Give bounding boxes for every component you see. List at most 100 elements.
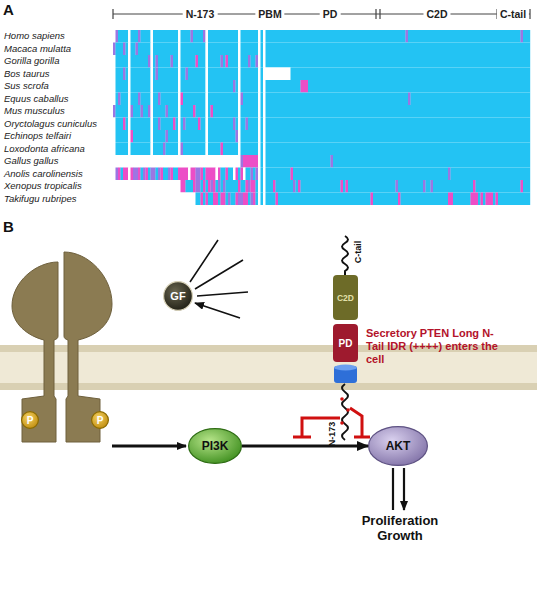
alignment-cell — [258, 168, 261, 181]
alignment-cell — [161, 168, 164, 181]
alignment-cell — [411, 93, 531, 106]
alignment-cell — [203, 168, 206, 181]
alignment-cell — [206, 43, 209, 56]
alignment-cell — [208, 80, 233, 93]
alignment-cell — [128, 118, 131, 131]
alignment-cell — [308, 80, 530, 93]
alignment-cell — [523, 180, 530, 193]
alignment-cell — [263, 193, 266, 206]
alignment-cell — [266, 155, 331, 168]
alignment-cell — [263, 105, 266, 118]
ellipse-node: PI3K — [188, 428, 242, 464]
alignment-cell — [153, 80, 178, 93]
alignment-cell — [178, 143, 181, 156]
alignment-cell — [261, 93, 264, 106]
alignment-cell — [193, 105, 196, 118]
alignment-cell — [263, 30, 266, 43]
c-tail-squiggle — [342, 236, 348, 276]
alignment-cell — [266, 93, 409, 106]
alignment-cell — [201, 193, 204, 206]
alignment-cell — [206, 68, 209, 81]
alignment-cell — [266, 130, 531, 143]
alignment-cell — [406, 30, 409, 43]
alignment-cell — [126, 118, 129, 131]
alignment-cell — [138, 93, 141, 106]
alignment-cell — [258, 180, 261, 193]
alignment-cell — [263, 55, 266, 68]
charge-dot — [340, 421, 344, 425]
alignment-cell — [198, 118, 201, 131]
alignment-cell — [238, 105, 241, 118]
alignment-cell — [206, 130, 209, 143]
alignment-cell — [448, 168, 451, 181]
alignment-cell — [266, 180, 274, 193]
alignment-cell — [133, 105, 141, 118]
alignment-cell — [128, 30, 131, 43]
ellipse-node: P — [21, 411, 39, 429]
alignment-cell — [223, 180, 226, 193]
alignment-cell — [186, 180, 194, 193]
alignment-cell — [246, 180, 249, 193]
alignment-cell — [248, 180, 251, 193]
activation-arrow — [112, 445, 186, 448]
alignment-cell — [331, 155, 334, 168]
alignment-cell — [226, 180, 239, 193]
alignment-cell — [266, 55, 531, 68]
alignment-cell — [253, 193, 256, 206]
alignment-cell — [261, 193, 264, 206]
alignment-cell — [166, 130, 169, 143]
alignment-cell — [118, 93, 121, 106]
alignment-cell — [141, 105, 144, 118]
ligand-arrows — [190, 240, 248, 318]
panel-letter: A — [3, 1, 14, 18]
alignment-cell — [241, 43, 259, 56]
alignment-cell — [136, 43, 139, 56]
alignment-cell — [301, 180, 341, 193]
alignment-cell — [238, 30, 241, 43]
alignment-cell — [341, 180, 344, 193]
alignment-cell — [343, 180, 346, 193]
alignment-cell — [171, 55, 174, 68]
node-shape — [189, 429, 242, 464]
alignment-cell — [113, 118, 116, 131]
alignment-cell — [256, 168, 259, 181]
alignment-cell — [258, 43, 261, 56]
alignment-cell — [196, 55, 199, 68]
alignment-cell — [203, 30, 206, 43]
alignment-cell — [228, 55, 238, 68]
alignment-cell — [191, 168, 196, 181]
alignment-cell — [266, 118, 531, 131]
alignment-cell — [188, 68, 206, 81]
alignment-cell — [116, 105, 129, 118]
alignment-cell — [151, 93, 154, 106]
alignment-cell — [116, 30, 119, 43]
alignment-cell — [116, 143, 129, 156]
alignment-cell — [148, 105, 151, 118]
alignment-cell — [113, 168, 116, 181]
alignment-cell — [261, 180, 264, 193]
alignment-cell — [293, 180, 296, 193]
alignment-cell — [241, 143, 259, 156]
alignment-cell — [238, 80, 241, 93]
alignment-cell — [158, 118, 161, 131]
alignment-cell — [261, 55, 264, 68]
alignment-cell — [261, 68, 264, 81]
alignment-cell — [186, 118, 199, 131]
alignment-cell — [261, 30, 264, 43]
species-name: Bos taurus — [4, 68, 49, 81]
alignment-cell — [473, 180, 476, 193]
alignment-cell — [178, 118, 181, 131]
alignment-cell — [248, 193, 251, 206]
alignment-cell — [241, 118, 246, 131]
alignment-cell — [178, 30, 181, 43]
alignment-cell — [238, 43, 241, 56]
alignment-cell — [131, 43, 136, 56]
alignment-cell — [261, 118, 264, 131]
alignment-cell — [261, 168, 264, 181]
alignment-cell — [158, 168, 161, 181]
species-name: Loxodonta africana — [4, 143, 85, 156]
alignment-cell — [266, 43, 531, 56]
alignment-cell — [238, 55, 241, 68]
alignment-cell — [158, 55, 171, 68]
alignment-cell — [176, 118, 179, 131]
